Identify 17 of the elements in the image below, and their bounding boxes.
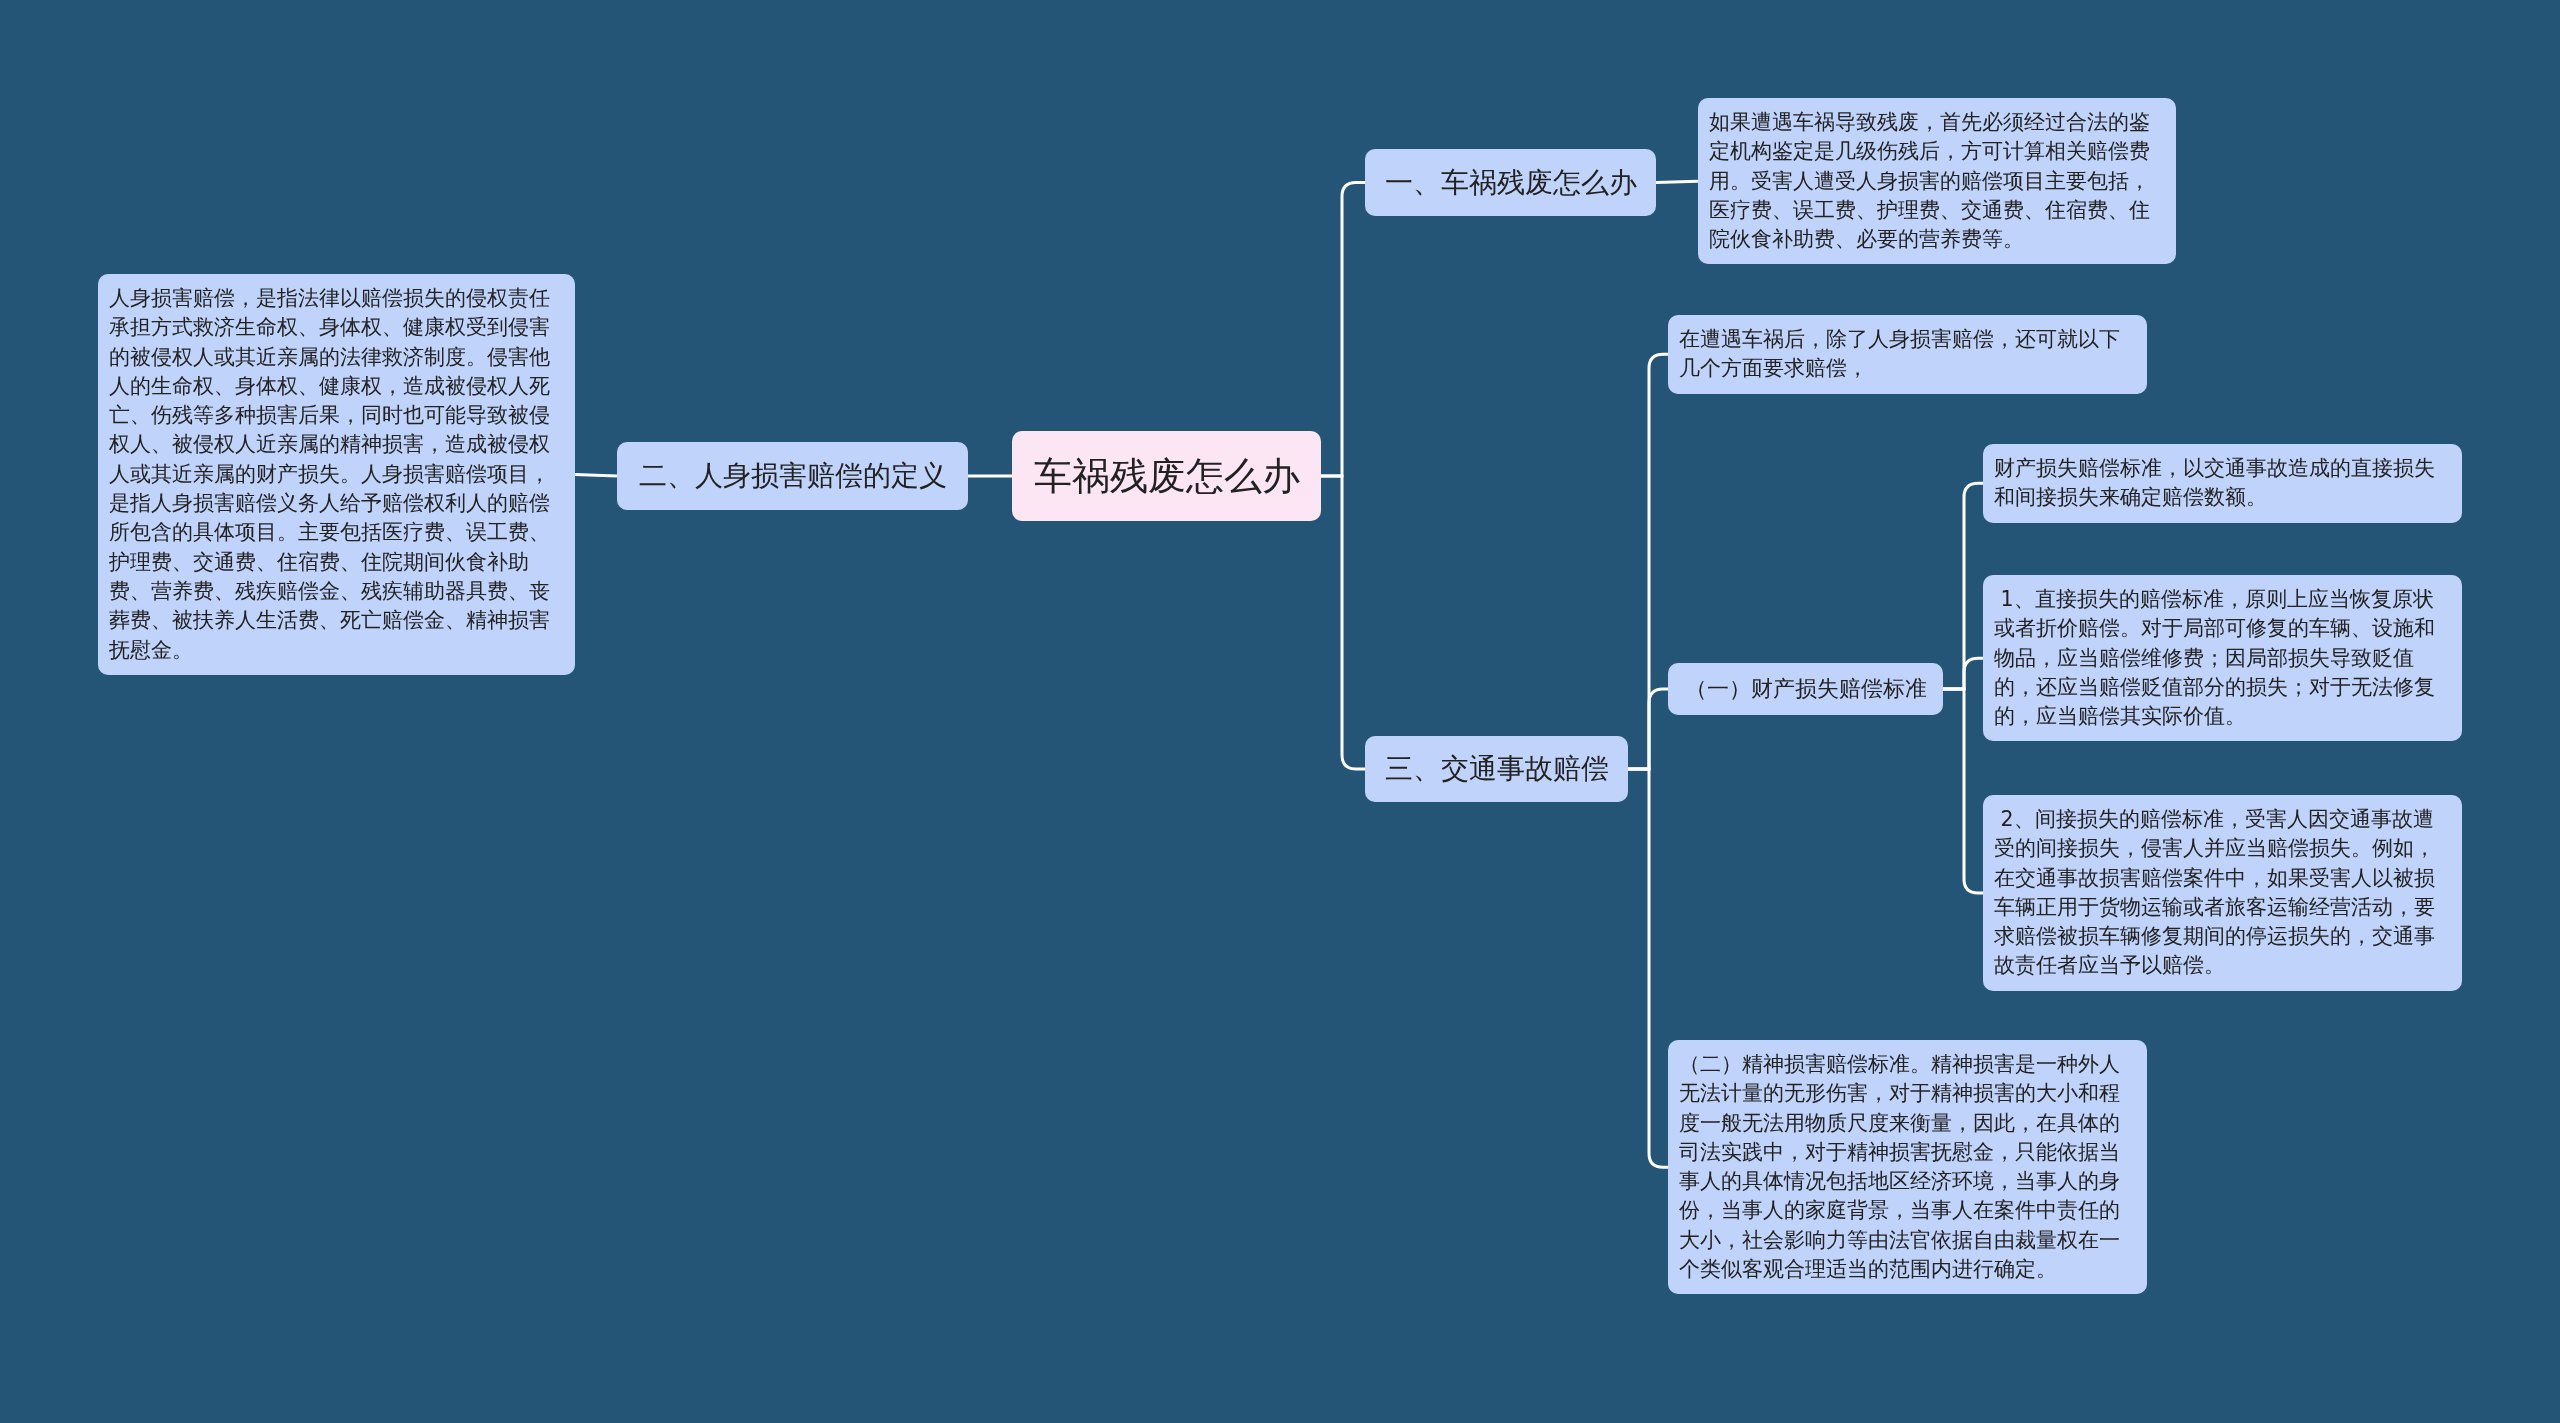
- text-box: 在遭遇车祸后，除了人身损害赔偿，还可就以下几个方面要求赔偿，: [1668, 315, 2147, 394]
- topic-box: 三、交通事故赔偿: [1365, 736, 1628, 802]
- text-box: 2、间接损失的赔偿标准，受害人因交通事故遭受的间接损失，侵害人并应当赔偿损失。例如，在交通事故损害赔偿案件中，如果受害人以被损车辆正用于货物运输或者旅客运输经营活动，要求赔偿被损车辆修复期间的停运损失的，交通事故责任者应当予以赔偿。: [1983, 795, 2462, 991]
- connector-line: [1943, 687, 1983, 895]
- connector-line: [968, 474, 1012, 478]
- text-box: 财产损失赔偿标准，以交通事故造成的直接损失和间接损失来确定赔偿数额。: [1983, 444, 2462, 523]
- text-box: 人身损害赔偿，是指法律以赔偿损失的侵权责任承担方式救济生命权、身体权、健康权受到侵害的被侵权人或其近亲属的法律救济制度。侵害他人的生命权、身体权、健康权，造成被侵权人死亡、伤残等多种损害后果，同时也可能导致被侵权人、被侵权人近亲属的精神损害，造成被侵权人或其近亲属的财产损失。人身损害赔偿项目，是指人身损害赔偿义务人给予赔偿权利人的赔偿所包含的具体项目。主要包括医疗费、误工费、护理费、交通费、住宿费、住院期间伙食补助费、营养费、残疾赔偿金、残疾辅助器具费、丧葬费、被扶养人生活费、死亡赔偿金、精神损害抚慰金。: [98, 274, 575, 675]
- text-box: 如果遭遇车祸导致残废，首先必须经过合法的鉴定机构鉴定是几级伤残后，方可计算相关赔偿费用。受害人遭受人身损害的赔偿项目主要包括，医疗费、误工费、护理费、交通费、住宿费、住院伙食补助费、必要的营养费等。: [1698, 98, 2176, 265]
- connector-line: [574, 472, 618, 478]
- topic-box: （一）财产损失赔偿标准: [1668, 663, 1943, 715]
- topic-box: 一、车祸残废怎么办: [1365, 149, 1656, 216]
- root-node: 车祸残废怎么办: [1012, 431, 1321, 521]
- connector-line: [1655, 179, 1699, 184]
- text-box: 1、直接损失的赔偿标准，原则上应当恢复原状或者折价赔偿。对于局部可修复的车辆、设施和物品，应当赔偿维修费；因局部损失导致贬值的，还应当赔偿贬值部分的损失；对于无法修复的，应当赔偿其实际价值。: [1983, 575, 2462, 742]
- topic-box: 二、人身损害赔偿的定义: [617, 442, 968, 510]
- connector-line: [1321, 474, 1365, 771]
- text-box: （二）精神损害赔偿标准。精神损害是一种外人无法计量的无形伤害，对于精神损害的大小和程度一般无法用物质尺度来衡量，因此，在具体的司法实践中，对于精神损害抚慰金，只能依据当事人的具体情况包括地区经济环境，当事人的身份，当事人的家庭背景，当事人在案件中责任的大小，社会影响力等由法官依据自由裁量权在一个类似客观合理适当的范围内进行确定。: [1668, 1040, 2147, 1295]
